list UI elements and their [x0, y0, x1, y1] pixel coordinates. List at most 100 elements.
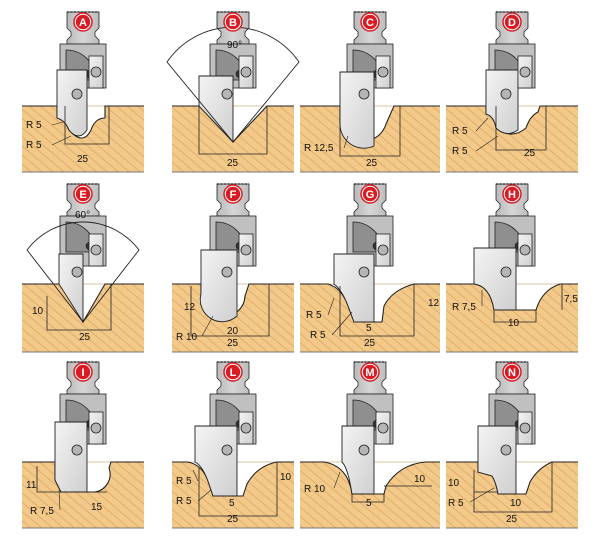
screw-icon	[240, 422, 252, 434]
width-label: 25	[364, 338, 376, 349]
dimension-box	[473, 462, 553, 513]
badge-fill	[75, 186, 91, 202]
screw-icon	[500, 88, 512, 100]
cutter-insert	[473, 247, 517, 311]
radius-label: R 5	[26, 140, 42, 151]
profile-letter: I	[81, 367, 84, 379]
dimension-box	[36, 466, 107, 493]
width-label: 5	[366, 498, 372, 509]
cutter-insert	[339, 71, 375, 149]
depth-label: 10	[280, 472, 292, 483]
screw-icon	[90, 422, 102, 434]
radius-label: R 7,5	[30, 506, 54, 517]
radius-label: R 7,5	[452, 302, 476, 313]
width-label: 25	[227, 338, 239, 349]
profile-letter: M	[365, 367, 374, 379]
dimension-box	[339, 284, 415, 337]
leader-line	[201, 315, 214, 337]
width-label: 20	[227, 326, 239, 337]
depth-label: 10	[448, 478, 460, 489]
screw-icon	[377, 422, 389, 434]
width-label: 25	[77, 154, 89, 165]
radius-label: R 5	[176, 476, 192, 487]
leader-line	[469, 487, 495, 503]
radius-label: R 10	[304, 484, 326, 495]
screw-icon	[240, 66, 252, 78]
badge-fill	[75, 364, 91, 380]
wood-block	[300, 284, 440, 352]
dimension-box	[493, 310, 537, 323]
width-label: 10	[510, 498, 522, 509]
screw-icon	[377, 244, 389, 256]
wood-block	[172, 106, 294, 172]
depth-label: 12	[428, 298, 440, 309]
angle-fan	[26, 221, 140, 323]
wood-block	[22, 284, 144, 352]
badge-fill	[504, 14, 520, 30]
profile-letter: F	[230, 189, 237, 201]
dimension-box	[46, 284, 112, 331]
screw-icon	[500, 444, 512, 456]
radius-label: R 10	[176, 332, 198, 343]
width-label: 10	[508, 318, 520, 329]
badge-fill	[362, 364, 378, 380]
screw-icon	[377, 66, 389, 78]
badge-fill	[225, 364, 241, 380]
screw-icon	[519, 422, 531, 434]
screw-icon	[221, 88, 233, 100]
profile-letter: H	[508, 189, 516, 201]
badge-fill	[362, 186, 378, 202]
screw-icon	[71, 88, 83, 100]
screw-icon	[221, 444, 233, 456]
profile-letter: N	[508, 367, 516, 379]
screw-icon	[358, 444, 370, 456]
width-label: 25	[524, 148, 536, 159]
wood-block	[300, 462, 440, 528]
dimension-box	[190, 284, 270, 337]
wood-block	[300, 106, 440, 172]
cutter-insert	[56, 69, 88, 137]
radius-label: R 5	[26, 120, 42, 131]
wood-block	[22, 462, 144, 528]
wood-block	[22, 106, 144, 172]
width-label: 25	[79, 332, 91, 343]
dimension-box	[198, 106, 268, 155]
leader-line	[192, 469, 199, 482]
wood-block	[446, 106, 578, 172]
profile-letter: G	[366, 189, 375, 201]
width-label: 25	[506, 514, 518, 525]
angle-label: 60°	[75, 210, 90, 221]
dimension-box	[64, 106, 110, 145]
profile-letter: B	[229, 17, 237, 29]
screw-icon	[90, 244, 102, 256]
leader-line	[475, 135, 499, 152]
profile-panel-n: 10 R 5 10 25 N	[446, 361, 578, 529]
screw-icon	[500, 266, 512, 278]
leader-line	[51, 121, 64, 126]
leader-line	[51, 135, 72, 146]
profile-letter: C	[366, 17, 374, 29]
width-label: 25	[366, 158, 378, 169]
width-label: 5	[229, 498, 235, 509]
cutter-insert	[341, 425, 375, 495]
screw-icon	[358, 266, 370, 278]
wood-block	[446, 284, 578, 352]
leader-line	[197, 489, 212, 502]
dimension-box	[495, 106, 547, 151]
dimension-box	[351, 494, 385, 503]
wood-block	[446, 462, 578, 528]
profile-letter: D	[508, 17, 516, 29]
radius-label: R 5	[448, 498, 464, 509]
cutter-insert	[477, 425, 517, 495]
radius-label: R 5	[310, 330, 326, 341]
depth-label: 10	[414, 474, 426, 485]
profile-panel-b: 90°25B	[166, 11, 300, 173]
